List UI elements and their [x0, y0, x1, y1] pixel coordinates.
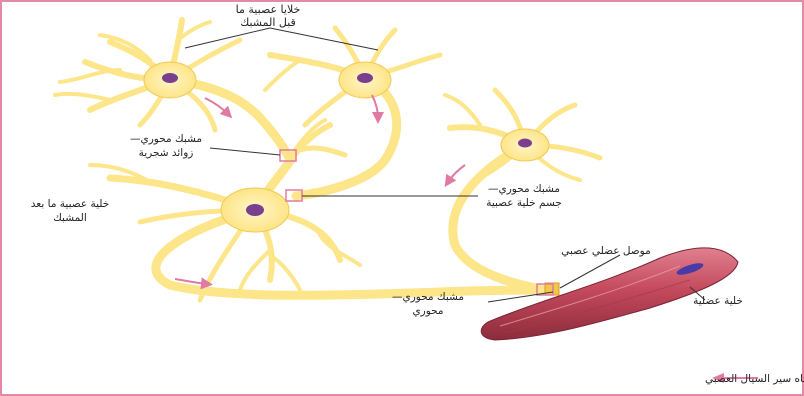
- nucleus: [162, 73, 178, 83]
- label-axoaxonic-2: محوري: [412, 305, 443, 317]
- legend-direction-label: اتجاه سير السيال العصبي: [705, 373, 804, 385]
- nucleus: [518, 139, 532, 148]
- label-axodendritic-2: زوائد شجرية: [139, 147, 194, 159]
- leader-lines: [185, 28, 705, 302]
- label-muscle-cell: خلية عضلية: [693, 295, 743, 307]
- nucleus: [246, 204, 264, 216]
- postsynaptic-neuron: [221, 188, 289, 232]
- presynaptic-neuron-third: [501, 129, 549, 161]
- label-presynaptic-cells-1: خلايا عصبية ما: [236, 3, 301, 16]
- legend: اتجاه سير السيال العصبي: [705, 373, 804, 385]
- label-presynaptic-cells-2: قبل المشبك: [240, 16, 296, 29]
- label-postsynaptic-2: المشبك: [53, 212, 87, 224]
- label-axodendritic-1: مشبك محوري—: [130, 133, 202, 145]
- label-neuromuscular-junction: موصل عضلي عصبي: [561, 245, 650, 257]
- label-axosomatic-2: جسم خلية عصبية: [486, 197, 562, 209]
- presynaptic-neuron-left: [144, 62, 196, 98]
- label-postsynaptic-1: خلية عصبية ما بعد: [31, 198, 109, 210]
- nucleus: [357, 73, 373, 83]
- presynaptic-neuron-right: [339, 62, 391, 98]
- label-axosomatic-1: مشبك محوري—: [488, 183, 560, 195]
- label-axoaxonic-1: مشبك محوري—: [392, 291, 464, 303]
